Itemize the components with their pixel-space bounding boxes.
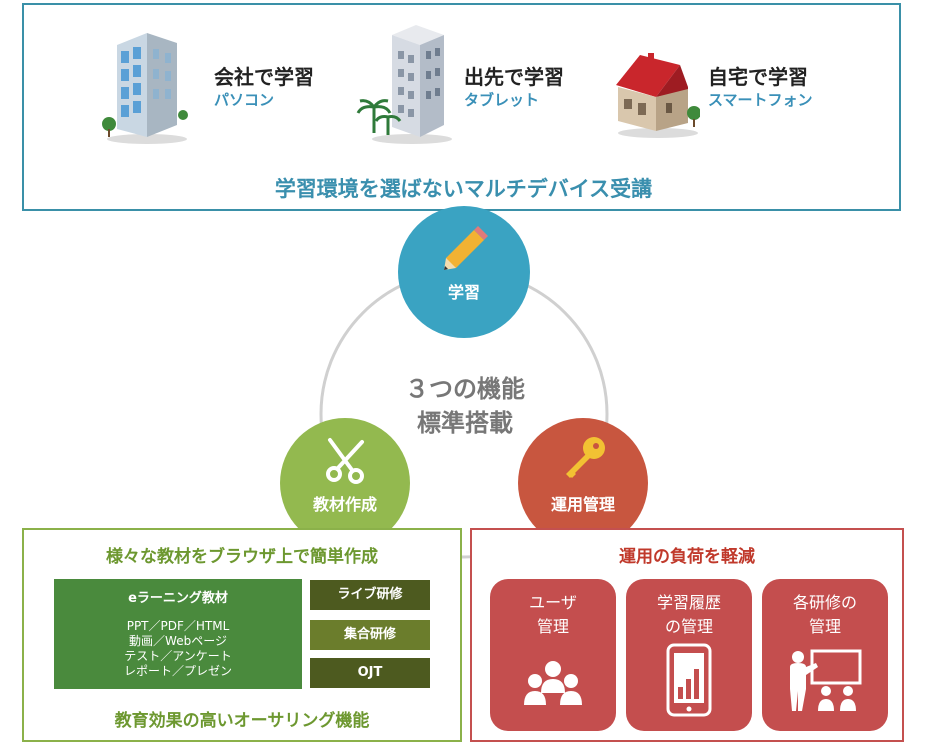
tablet-chart-icon xyxy=(666,643,712,721)
authoring-heading: 様々な教材をブラウザ上で簡単作成 xyxy=(106,547,378,567)
device-subtitle-pc: パソコン xyxy=(214,91,275,109)
material-item: PPT／PDF／HTML xyxy=(126,619,230,633)
user-management-card: ユーザ 管理 xyxy=(490,579,616,731)
device-subtitle-smartphone: スマートフォン xyxy=(708,91,813,109)
authoring-feature-circle: 教材作成 xyxy=(280,418,410,548)
authoring-panel: 様々な教材をブラウザ上で簡単作成 eラーニング教材 PPT／PDF／HTML 動… xyxy=(22,528,462,742)
device-title-outside: 出先で学習 xyxy=(464,65,564,89)
material-item: テスト／アンケート xyxy=(124,649,232,663)
key-icon xyxy=(562,434,608,486)
history-management-label: 学習履歴 の管理 xyxy=(656,593,721,636)
material-item: レポート／プレゼン xyxy=(123,664,232,678)
multi-device-panel: 会社で学習 パソコン 出先で学習 タブレット xyxy=(22,3,901,211)
device-title-home: 自宅で学習 xyxy=(708,65,808,89)
office-building-icon xyxy=(99,25,189,145)
training-type-live: ライブ研修 xyxy=(310,580,430,610)
learning-label: 学習 xyxy=(447,283,480,302)
features-center-text: ３つの機能 標準搭載 xyxy=(360,372,570,440)
authoring-footer: 教育効果の高いオーサリング機能 xyxy=(114,711,370,731)
training-type-group: 集合研修 xyxy=(310,620,430,650)
elearning-material-box: eラーニング教材 PPT／PDF／HTML 動画／Webページ テスト／アンケー… xyxy=(54,579,302,689)
user-management-label: ユーザ 管理 xyxy=(529,593,577,636)
multi-device-caption: 学習環境を選ばないマルチデバイス受講 xyxy=(274,177,653,201)
center-line-2: 標準搭載 xyxy=(417,409,513,437)
center-line-1: ３つの機能 xyxy=(405,375,525,403)
learning-feature-circle: 学習 xyxy=(398,206,530,338)
operation-panel: 運用の負荷を軽減 ユーザ 管理 学習履歴 の管理 xyxy=(470,528,904,742)
authoring-label: 教材作成 xyxy=(312,495,377,514)
operation-heading: 運用の負荷を軽減 xyxy=(619,547,755,567)
operation-feature-circle: 運用管理 xyxy=(518,418,648,548)
history-management-card: 学習履歴 の管理 xyxy=(626,579,752,731)
scissors-icon xyxy=(322,434,368,488)
material-item: 動画／Webページ xyxy=(129,634,227,648)
training-management-label: 各研修の 管理 xyxy=(792,593,857,636)
house-icon xyxy=(610,47,701,139)
training-type-ojt: OJT xyxy=(310,658,430,688)
elearning-title: eラーニング教材 xyxy=(128,591,228,606)
device-subtitle-tablet: タブレット xyxy=(464,91,540,109)
training-management-card: 各研修の 管理 xyxy=(762,579,888,731)
tower-building-icon xyxy=(354,21,454,147)
users-icon xyxy=(523,659,583,715)
device-title-office: 会社で学習 xyxy=(214,65,314,89)
pencil-icon xyxy=(444,224,488,276)
presentation-icon xyxy=(786,649,864,719)
operation-label: 運用管理 xyxy=(550,495,615,514)
